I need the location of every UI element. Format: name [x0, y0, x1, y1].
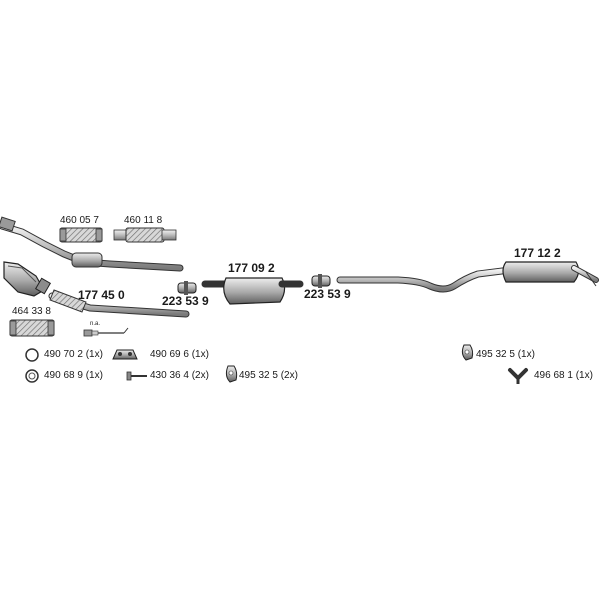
rubber-hanger-icon-right [461, 344, 474, 361]
lambda-sensor [83, 327, 129, 337]
flex-pipe-464-33-8[interactable] [9, 319, 55, 337]
part-label-177-12-2: 177 12 2 [514, 246, 561, 260]
flex-pipe-460-11-8[interactable] [113, 227, 177, 243]
catalytic-converter [3, 261, 52, 297]
ring-gasket-icon [25, 369, 39, 383]
part-label-223-53-9-right: 223 53 9 [304, 287, 351, 301]
rear-silencer-177-12-2 [502, 261, 599, 287]
part-label-460-11-8: 460 11 8 [124, 215, 163, 226]
part-label-460-05-7: 460 05 7 [60, 215, 99, 226]
part-label-177-45-0: 177 45 0 [78, 288, 125, 302]
front-downpipe-upper [0, 216, 184, 272]
accessory-label-496-68-1: 496 68 1 (1x) [534, 370, 593, 381]
flex-pipe-460-05-7[interactable] [59, 227, 103, 243]
mount-bracket-icon [112, 349, 138, 360]
rubber-hanger-icon-left [225, 365, 238, 383]
rear-pipe [336, 266, 514, 293]
part-label-177-09-2: 177 09 2 [228, 261, 275, 275]
center-silencer-177-09-2 [201, 277, 304, 305]
accessory-label-490-69-6: 490 69 6 (1x) [150, 349, 209, 360]
bolt-icon [126, 371, 147, 381]
part-label-223-53-9-left: 223 53 9 [162, 294, 209, 308]
front-pipe-177-45-0 [48, 289, 190, 318]
ring-icon [25, 348, 39, 362]
part-label-na: n.a. [90, 321, 101, 327]
clamp-223-53-9-left[interactable] [177, 281, 197, 295]
accessory-label-495-32-5-2x: 495 32 5 (2x) [239, 370, 298, 381]
clamp-223-53-9-right[interactable] [311, 274, 331, 288]
accessory-label-490-70-2: 490 70 2 (1x) [44, 349, 103, 360]
accessory-label-495-32-5-1x: 495 32 5 (1x) [476, 349, 535, 360]
part-label-464-33-8: 464 33 8 [12, 306, 51, 317]
hanger-bracket-icon [508, 368, 528, 384]
accessory-label-490-68-9: 490 68 9 (1x) [44, 370, 103, 381]
accessory-label-430-36-4: 430 36 4 (2x) [150, 370, 209, 381]
